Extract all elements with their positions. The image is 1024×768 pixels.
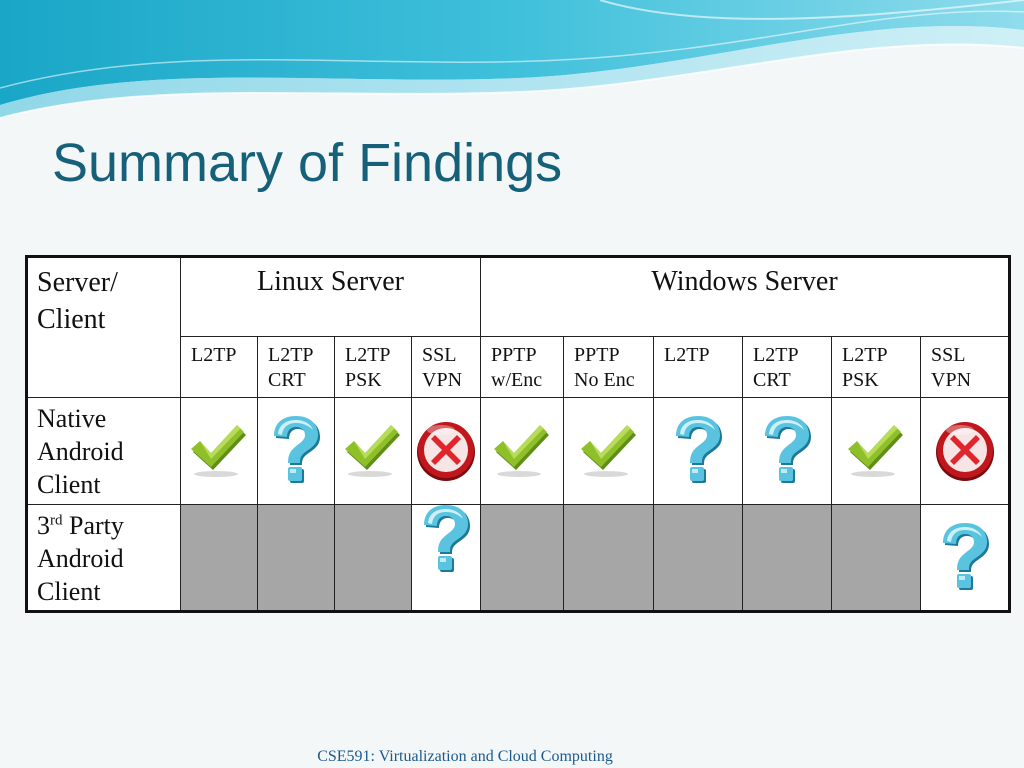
result-cell xyxy=(334,397,412,505)
protocol-line-2: No Enc xyxy=(574,369,635,391)
red-x-circle-icon xyxy=(934,420,996,482)
protocol-header-cell: L2TP CRT xyxy=(742,336,833,398)
client-line: Client xyxy=(37,577,101,606)
protocol-line-1: SSL xyxy=(931,344,966,366)
blue-question-mark-icon xyxy=(268,416,324,486)
result-cell xyxy=(742,397,833,505)
green-checkmark-icon xyxy=(189,422,249,480)
linux-server-header: Linux Server xyxy=(179,256,482,337)
not-applicable-cell xyxy=(480,504,565,612)
protocol-line-2: CRT xyxy=(753,369,791,391)
protocol-line-1: PPTP xyxy=(491,344,537,366)
protocol-header-cell: SSL VPN xyxy=(920,336,1011,398)
protocol-line-2: PSK xyxy=(345,369,382,391)
protocol-line-1: L2TP xyxy=(191,344,237,366)
protocol-header-cell: L2TP PSK xyxy=(831,336,922,398)
result-cell xyxy=(653,397,744,505)
client-line: Party xyxy=(62,511,124,540)
result-cell xyxy=(831,397,922,505)
protocol-header-cell: PPTP w/Enc xyxy=(480,336,565,398)
protocol-line-2: VPN xyxy=(931,369,972,391)
result-cell xyxy=(920,504,1011,612)
client-line: Client xyxy=(37,470,101,499)
protocol-line-1: L2TP xyxy=(268,344,314,366)
findings-table: Server/Client Linux Server Windows Serve… xyxy=(25,255,1012,613)
protocol-header-cell: L2TP xyxy=(180,336,258,398)
result-cell xyxy=(563,397,655,505)
green-checkmark-icon xyxy=(492,422,552,480)
result-cell xyxy=(920,397,1011,505)
client-line: Android xyxy=(37,437,124,466)
corner-header-line-2: Client xyxy=(37,304,106,335)
protocol-line-1: L2TP xyxy=(753,344,799,366)
header-wave-decoration xyxy=(0,0,1024,119)
blue-question-mark-icon xyxy=(670,416,726,486)
protocol-line-2: w/Enc xyxy=(491,369,543,391)
protocol-line-2: VPN xyxy=(422,369,463,391)
result-cell xyxy=(410,397,482,505)
result-cell xyxy=(257,397,335,505)
not-applicable-cell xyxy=(653,504,744,612)
slide-footer: CSE591: Virtualization and Cloud Computi… xyxy=(317,748,613,765)
protocol-header-cell: PPTP No Enc xyxy=(563,336,655,398)
corner-header-line-1: Server/ xyxy=(37,267,118,298)
not-applicable-cell xyxy=(180,504,258,612)
client-line: 3 xyxy=(37,511,50,540)
protocol-line-1: PPTP xyxy=(574,344,620,366)
protocol-header-cell: SSL VPN xyxy=(410,336,482,398)
protocol-line-1: SSL xyxy=(422,344,457,366)
green-checkmark-icon xyxy=(846,422,906,480)
not-applicable-cell xyxy=(563,504,655,612)
table-header-row: Server/Client Linux Server Windows Serve… xyxy=(26,256,1011,398)
blue-question-mark-icon xyxy=(418,505,474,575)
not-applicable-cell xyxy=(257,504,335,612)
protocol-line-2: CRT xyxy=(268,369,306,391)
corner-header-cell: Server/Client xyxy=(26,256,181,398)
not-applicable-cell xyxy=(831,504,922,612)
green-checkmark-icon xyxy=(579,422,639,480)
result-cell xyxy=(480,397,565,505)
protocol-line-1: L2TP xyxy=(345,344,391,366)
result-cell xyxy=(410,504,482,612)
protocol-header-cell: L2TP xyxy=(653,336,744,398)
client-line: Native xyxy=(37,404,107,433)
protocol-line-1: L2TP xyxy=(664,344,710,366)
green-checkmark-icon xyxy=(343,422,403,480)
client-line: Android xyxy=(37,544,124,573)
protocol-header-row: L2TP L2TP CRT L2TP PSK SSL VPN PPTP w/Enc PP… xyxy=(27,336,1011,398)
result-cell xyxy=(180,397,258,505)
slide-title: Summary of Findings xyxy=(52,133,563,193)
protocol-header-cell: L2TP CRT xyxy=(257,336,335,398)
blue-question-mark-icon xyxy=(937,522,993,593)
protocol-header-cell: L2TP PSK xyxy=(334,336,412,398)
protocol-line-2: PSK xyxy=(842,369,879,391)
not-applicable-cell xyxy=(742,504,833,612)
protocol-line-1: L2TP xyxy=(842,344,888,366)
client-ordinal-suffix: rd xyxy=(50,512,63,529)
red-x-circle-icon xyxy=(415,420,477,482)
windows-server-header: Windows Server xyxy=(480,256,1011,337)
not-applicable-cell xyxy=(334,504,412,612)
blue-question-mark-icon xyxy=(759,416,815,486)
